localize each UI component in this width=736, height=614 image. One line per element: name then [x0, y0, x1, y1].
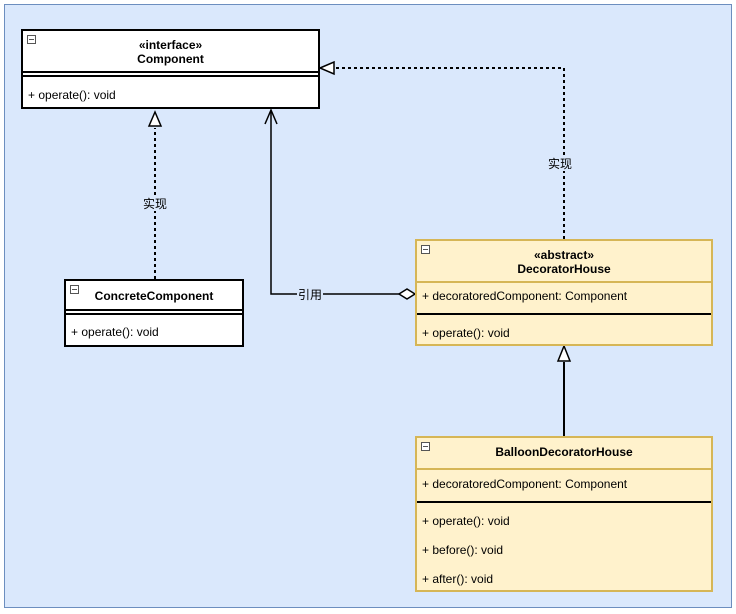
concrete-header: ConcreteComponent: [66, 281, 242, 303]
balloon-method-before: + before(): void: [422, 543, 504, 557]
concrete-method-operate: + operate(): void: [71, 325, 159, 339]
reference-label: 引用: [297, 288, 324, 302]
balloon-attr-separator: [417, 501, 711, 503]
component-separator: [23, 71, 318, 73]
collapse-icon[interactable]: [421, 442, 430, 451]
balloon-header-separator: [417, 468, 711, 470]
component-name: Component: [137, 52, 204, 66]
decorator-header-separator: [417, 281, 711, 283]
decorator-header: «abstract» DecoratorHouse: [417, 241, 711, 276]
balloon-attribute: + decoratoredComponent: Component: [422, 477, 628, 491]
balloon-decorator-house-class[interactable]: BalloonDecoratorHouse + decoratoredCompo…: [415, 436, 713, 592]
decorator-implements-label: 实现: [547, 157, 574, 171]
decorator-stereotype: «abstract»: [533, 248, 595, 262]
balloon-header: BalloonDecoratorHouse: [417, 438, 711, 459]
concrete-component-class[interactable]: ConcreteComponent + operate(): void: [64, 279, 244, 347]
decorator-attribute: + decoratoredComponent: Component: [422, 289, 628, 303]
component-method-operate: + operate(): void: [28, 88, 116, 102]
component-header: «interface» Component: [23, 31, 318, 66]
decorator-name: DecoratorHouse: [517, 262, 611, 276]
concrete-implements-label: 实现: [142, 197, 169, 211]
collapse-icon[interactable]: [421, 245, 430, 254]
decorator-attr-separator: [417, 313, 711, 315]
concrete-separator: [66, 309, 242, 311]
decorator-method-operate: + operate(): void: [422, 326, 510, 340]
component-separator: [23, 75, 318, 77]
balloon-method-after: + after(): void: [422, 572, 494, 586]
decorator-house-class[interactable]: «abstract» DecoratorHouse + decoratoredC…: [415, 239, 713, 346]
collapse-icon[interactable]: [70, 285, 79, 294]
concrete-separator: [66, 313, 242, 315]
concrete-name: ConcreteComponent: [94, 289, 214, 303]
component-stereotype: «interface»: [138, 38, 203, 52]
balloon-name: BalloonDecoratorHouse: [495, 445, 633, 459]
component-class[interactable]: «interface» Component + operate(): void: [21, 29, 320, 109]
collapse-icon[interactable]: [27, 35, 36, 44]
balloon-method-operate: + operate(): void: [422, 514, 510, 528]
